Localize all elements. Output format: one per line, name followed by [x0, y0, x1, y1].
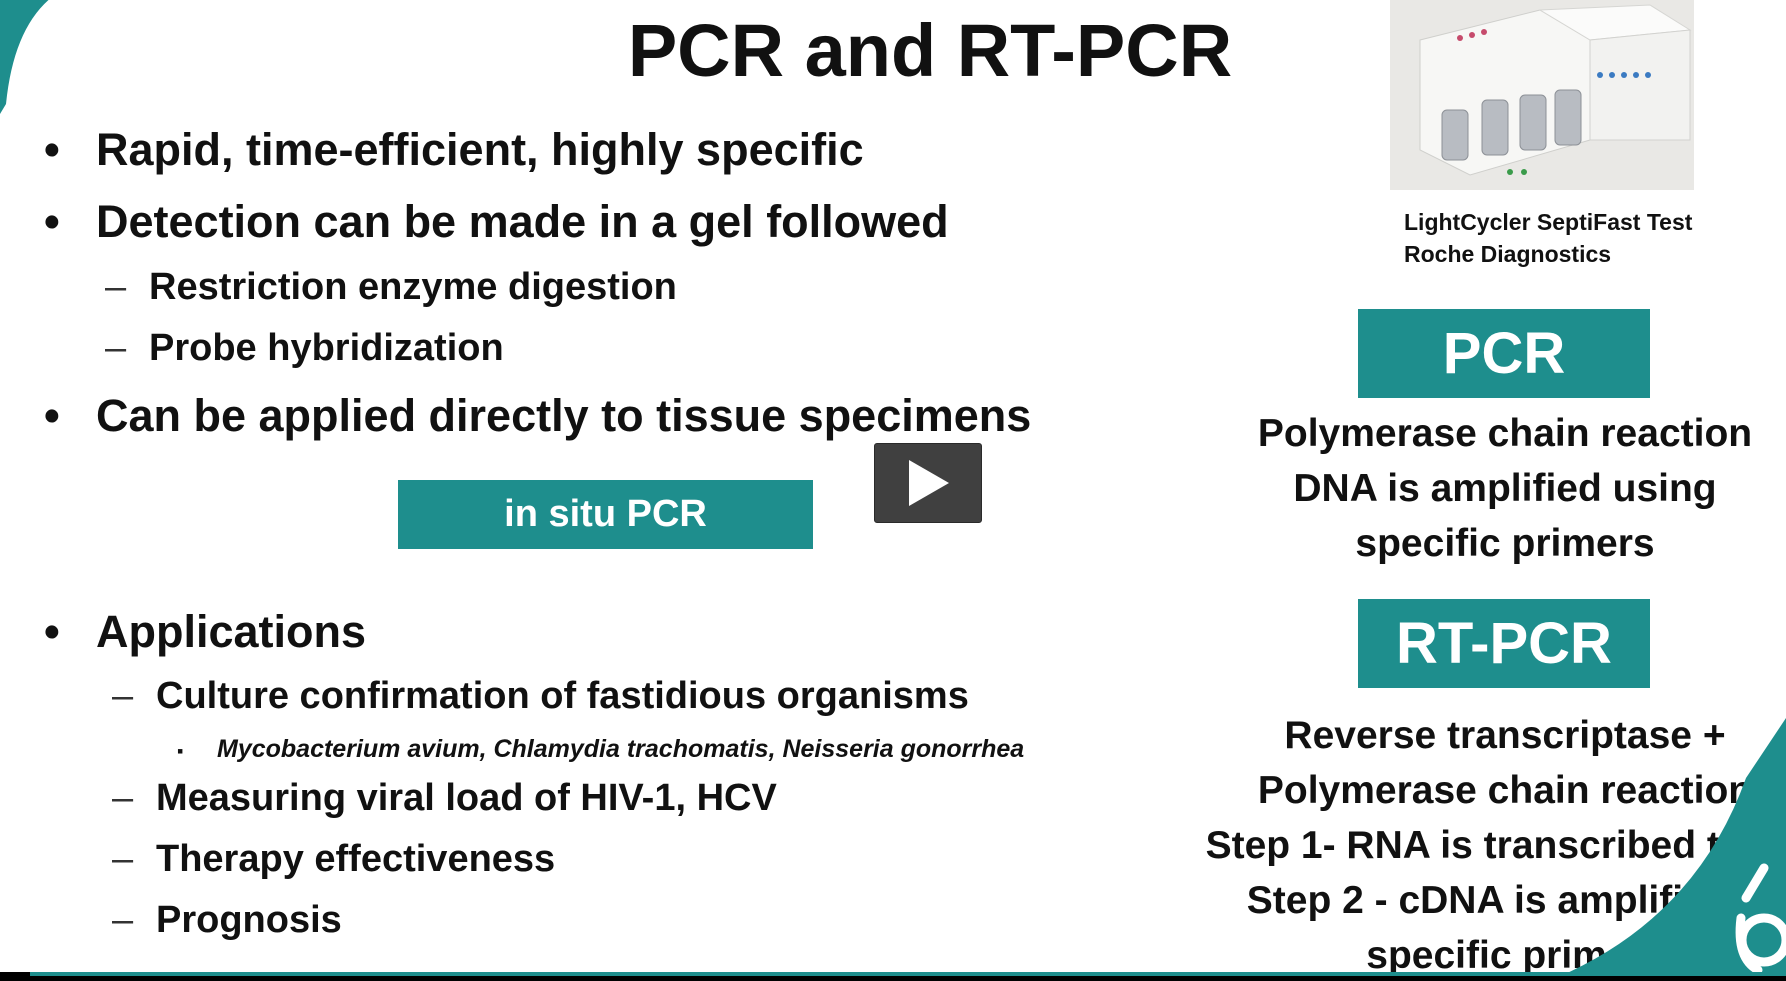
bullet-text: Mycobacterium avium, Chlamydia trachomat…	[217, 735, 1025, 763]
play-icon	[909, 460, 949, 506]
bullet-applications: • Applications	[44, 606, 367, 658]
bullet-dot: •	[44, 196, 60, 247]
bullet-dash: –	[105, 266, 127, 308]
pcr-desc-line: DNA is amplified using	[1293, 467, 1717, 510]
caption-line: Roche Diagnostics	[1404, 241, 1612, 267]
bullet-text: Therapy effectiveness	[156, 838, 556, 880]
subbullet-probe: – Probe hybridization	[105, 327, 504, 370]
bullet-detection: • Detection can be made in a gel followe…	[44, 196, 949, 248]
bullet-text: Prognosis	[156, 899, 342, 941]
bullet-text: Measuring viral load of HIV-1, HCV	[156, 777, 777, 819]
bullet-dot: •	[44, 390, 60, 441]
play-button[interactable]	[874, 443, 982, 523]
rt-desc-line: Polymerase chain reaction	[1257, 769, 1753, 812]
bullet-text: Culture confirmation of fastidious organ…	[156, 675, 969, 717]
corner-decoration-top-left	[0, 0, 49, 114]
bullet-square: ▪	[177, 741, 184, 761]
pcr-description: Polymerase chain reaction DNA is amplifi…	[1230, 406, 1780, 571]
bullet-text: Restriction enzyme digestion	[149, 266, 677, 308]
rt-desc-line: Reverse transcriptase +	[1284, 714, 1726, 757]
subbullet-viral-load: – Measuring viral load of HIV-1, HCV	[112, 777, 777, 820]
rt-pcr-box: RT-PCR	[1358, 599, 1650, 688]
bullet-dash: –	[112, 777, 134, 819]
rt-pcr-description: Reverse transcriptase + Polymerase chain…	[1140, 708, 1786, 978]
bullet-dash: –	[105, 327, 127, 369]
player-progress-bar[interactable]	[0, 972, 1786, 981]
bullet-rapid: • Rapid, time-efficient, highly specific	[44, 124, 864, 176]
product-image	[1390, 0, 1694, 190]
bullet-text: Detection can be made in a gel followed	[96, 196, 949, 247]
bullet-dash: –	[112, 675, 134, 717]
subbullet-prognosis: – Prognosis	[112, 899, 342, 942]
pcr-desc-line: Polymerase chain reaction	[1257, 412, 1753, 455]
subbullet-restriction: – Restriction enzyme digestion	[105, 266, 677, 309]
bullet-dash: –	[112, 838, 134, 880]
bullet-dot: •	[44, 124, 60, 175]
caption-line: LightCycler SeptiFast Test	[1404, 209, 1693, 235]
bullet-text: Rapid, time-efficient, highly specific	[96, 124, 864, 175]
progress-track	[30, 972, 1786, 976]
rt-desc-line: Step 1- RNA is transcribed to cD	[1205, 824, 1786, 867]
bullet-tissue: • Can be applied directly to tissue spec…	[44, 390, 1032, 442]
pcr-box: PCR	[1358, 309, 1650, 398]
slide-title: PCR and RT-PCR	[627, 9, 1233, 92]
pcr-desc-line: specific primers	[1355, 522, 1655, 565]
subsubbullet-organisms: ▪ Mycobacterium avium, Chlamydia trachom…	[177, 735, 1025, 764]
bullet-dash: –	[112, 899, 134, 941]
test-kit-illustration	[1390, 0, 1694, 190]
subbullet-culture: – Culture confirmation of fastidious org…	[112, 675, 969, 718]
bullet-text: Can be applied directly to tissue specim…	[96, 390, 1032, 441]
subbullet-therapy: – Therapy effectiveness	[112, 838, 556, 881]
bullet-dot: •	[44, 606, 60, 657]
bullet-text: Probe hybridization	[149, 327, 504, 369]
in-situ-pcr-box: in situ PCR	[398, 480, 813, 549]
corner-decoration-bottom-right	[1556, 718, 1786, 978]
bullet-text: Applications	[96, 606, 367, 657]
product-caption: LightCycler SeptiFast Test Roche Diagnos…	[1404, 206, 1692, 270]
